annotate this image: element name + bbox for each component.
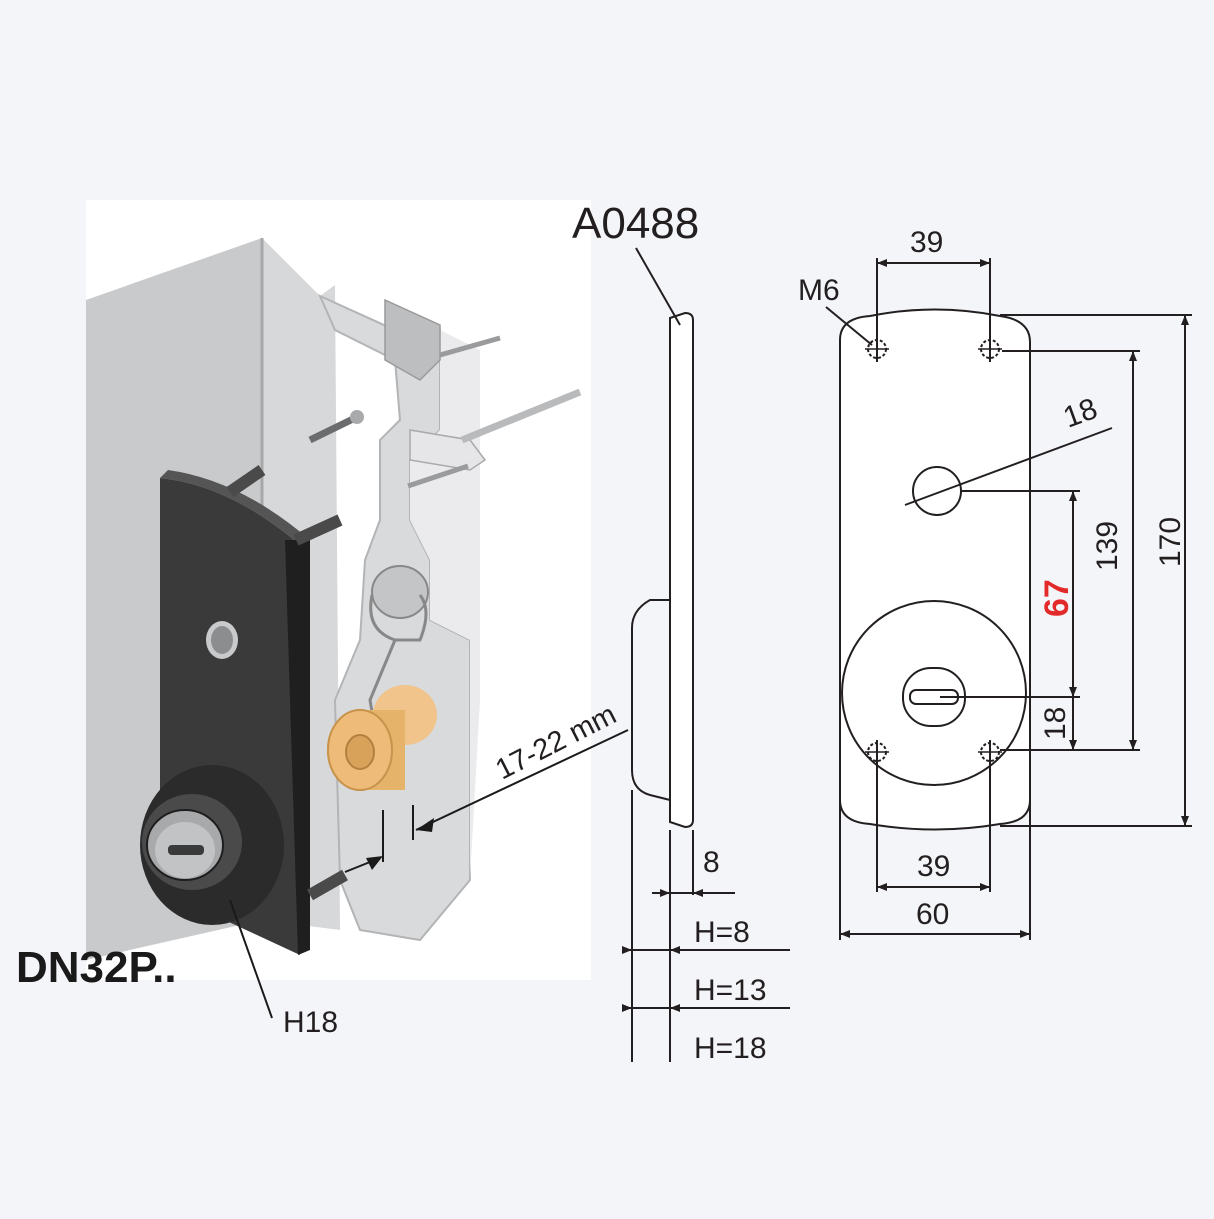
total-height: 170 — [1154, 517, 1187, 567]
side-view-arrows — [622, 889, 703, 1012]
cylinder-offset: 18 — [1039, 707, 1072, 740]
height-label-13: H=13 — [694, 974, 767, 1007]
part-number: A0488 — [572, 199, 699, 248]
escutcheon-plate — [140, 465, 348, 955]
lock-illustration — [86, 200, 629, 1019]
bottom-hole-spacing: 39 — [917, 850, 950, 883]
height-label-8: H=8 — [694, 916, 750, 949]
product-code: DN32P.. — [16, 943, 177, 992]
top-hole-spacing: 39 — [910, 226, 943, 259]
front-view-arrows — [840, 259, 1189, 938]
hole-diameter: 18 — [1059, 392, 1102, 434]
height-label-18: H=18 — [694, 1032, 767, 1065]
thickness-label: 8 — [703, 846, 720, 879]
brass-cylinder-icon — [327, 685, 437, 791]
h18-label: H18 — [283, 1006, 338, 1039]
center-distance: 67 — [1038, 579, 1076, 617]
side-view — [622, 247, 790, 1062]
plate-width: 60 — [916, 898, 949, 931]
hole-spacing-vertical: 139 — [1091, 521, 1124, 571]
front-view — [825, 258, 1192, 940]
thread-label: M6 — [798, 274, 840, 307]
